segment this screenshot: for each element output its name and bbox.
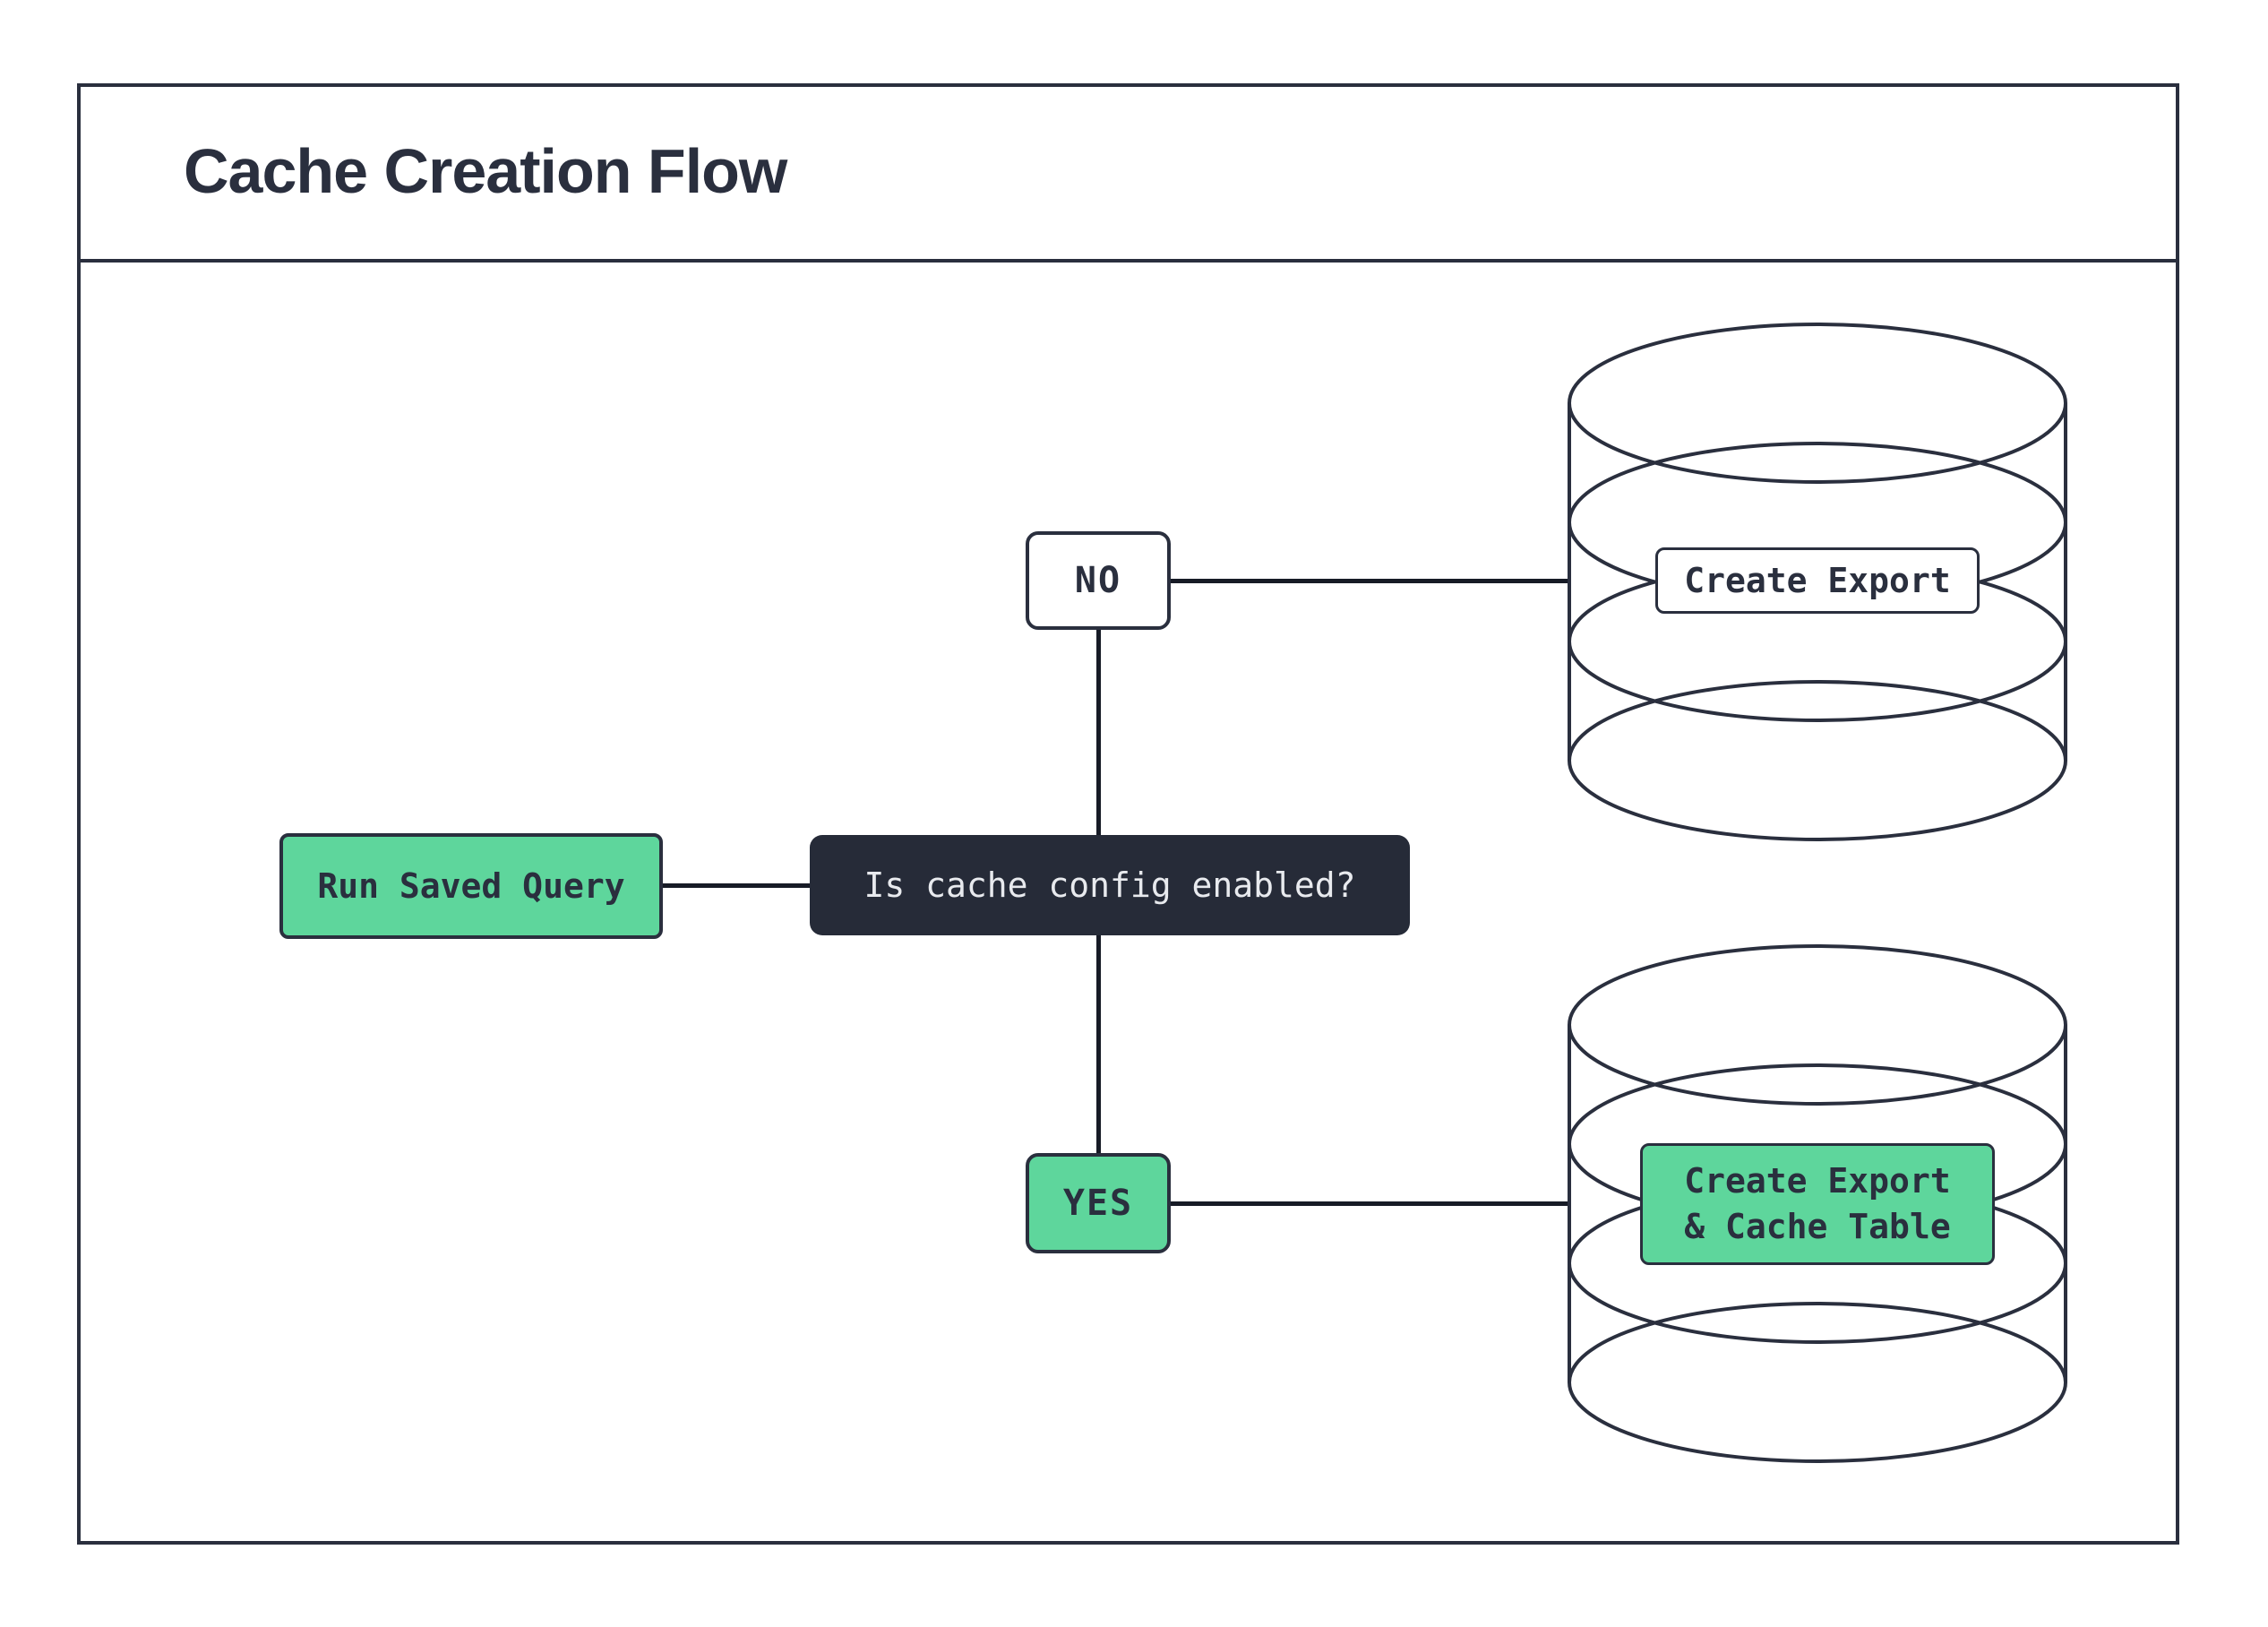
node-branch-yes: YES bbox=[1026, 1153, 1171, 1253]
connector-no-to-database bbox=[1171, 579, 1568, 583]
node-run-saved-query: Run Saved Query bbox=[279, 833, 663, 939]
node-branch-no-label: NO bbox=[1074, 560, 1122, 601]
page-title: Cache Creation Flow bbox=[184, 136, 787, 206]
node-decision-cache-config: Is cache config enabled? bbox=[810, 835, 1410, 935]
connector-decision-to-yes bbox=[1096, 934, 1101, 1155]
node-create-export: Create Export bbox=[1655, 547, 1980, 614]
diagram-header: Cache Creation Flow bbox=[77, 83, 2179, 263]
node-create-export-label: Create Export bbox=[1684, 561, 1951, 600]
diagram-frame bbox=[77, 83, 2179, 1545]
node-branch-yes-label: YES bbox=[1062, 1183, 1134, 1224]
node-create-export-cache-table-line2: & Cache Table bbox=[1684, 1207, 1951, 1246]
connector-yes-to-database bbox=[1171, 1201, 1568, 1206]
connector-no-to-decision bbox=[1096, 627, 1101, 837]
node-decision-label: Is cache config enabled? bbox=[863, 865, 1356, 905]
node-branch-no: NO bbox=[1026, 531, 1171, 630]
node-create-export-cache-table-line1: Create Export bbox=[1684, 1160, 1951, 1201]
connector-start-to-decision bbox=[663, 883, 810, 888]
node-run-saved-query-label: Run Saved Query bbox=[317, 866, 625, 906]
node-create-export-cache-table: Create Export & Cache Table bbox=[1640, 1143, 1995, 1265]
